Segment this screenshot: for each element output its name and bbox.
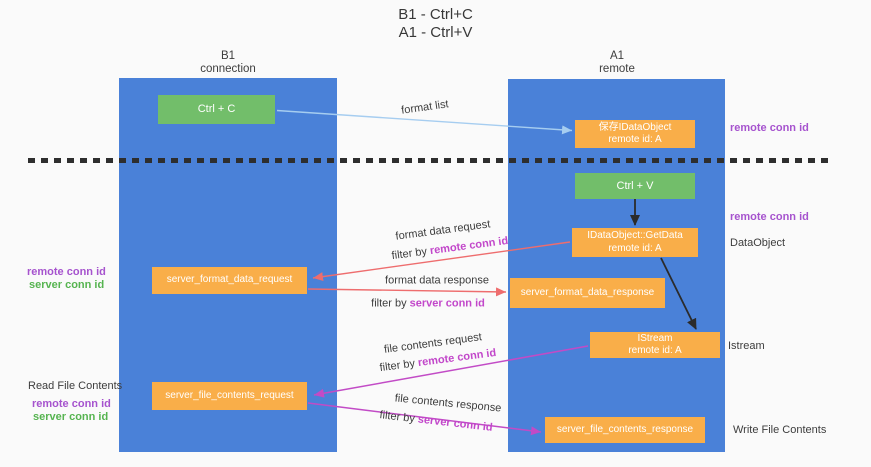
node-istream: IStream remote id: A (590, 332, 720, 358)
filter-by-prefix: filter by (378, 357, 419, 375)
edge-label-format-data-response-filter: filter by server conn id (371, 298, 485, 311)
label-server-conn-id-left-top: server conn id (29, 279, 105, 291)
clipboard-boundary-divider (28, 158, 833, 163)
node-idataobject-getdata-line1: IDataObject::GetData (587, 230, 683, 241)
node-server-file-contents-request-label: server_file_contents_request (165, 389, 294, 401)
label-dataobject: DataObject (730, 237, 786, 249)
node-server-file-contents-request: server_file_contents_request (152, 382, 307, 410)
node-idataobject-getdata-line2: remote id: A (608, 242, 662, 254)
node-istream-line1: IStream (637, 332, 673, 344)
node-server-file-contents-response-label: server_file_contents_response (556, 423, 694, 435)
title-line-1: B1 - Ctrl+C (398, 6, 473, 23)
filter-by-prefix: filter by (378, 409, 419, 426)
node-ctrl-c-label: Ctrl + C (197, 103, 236, 116)
column-header-b1: B1 connection (148, 50, 308, 75)
node-server-format-data-request-label: server_format_data_request (166, 274, 293, 286)
arrow-format-data-response (307, 287, 507, 297)
node-server-format-data-request: server_format_data_request (152, 267, 307, 294)
node-idataobject-getdata: IDataObject::GetData remote id: A (572, 228, 698, 257)
label-istream: Istream (728, 340, 765, 352)
label-server-conn-id-left-bottom: server conn id (33, 411, 109, 423)
title-line-2: A1 - Ctrl+V (398, 24, 473, 41)
label-remote-conn-id-left-top: remote conn id (27, 266, 106, 278)
node-saved-dataobject-line1: 保存IDataObject (598, 121, 672, 133)
filter-by-prefix: filter by (371, 297, 410, 310)
filter-by-value: server conn id (409, 297, 485, 310)
filter-by-prefix: filter by (390, 245, 431, 263)
edge-label-format-data-response: format data response (385, 274, 489, 287)
label-write-file-contents: Write File Contents (733, 424, 827, 436)
node-istream-line2: remote id: A (628, 345, 682, 356)
diagram-title: B1 - Ctrl+C A1 - Ctrl+V (0, 6, 871, 42)
column-header-b1-subtitle: connection (200, 62, 256, 75)
node-server-format-data-response: server_format_data_response (510, 278, 665, 308)
edge-label-format-list: format list (400, 98, 450, 117)
column-header-a1-name: A1 (609, 50, 625, 62)
node-saved-dataobject: 保存IDataObject remote id: A (575, 120, 695, 148)
column-header-a1: A1 remote (537, 50, 697, 75)
column-header-a1-subtitle: remote (599, 62, 635, 75)
node-server-file-contents-response: server_file_contents_response (545, 417, 705, 443)
filter-by-value: remote conn id (429, 234, 509, 258)
column-header-b1-name: B1 (220, 50, 236, 62)
node-saved-dataobject-line2: remote id: A (608, 134, 662, 145)
label-remote-conn-id-right-top: remote conn id (730, 122, 809, 134)
node-ctrl-v-label: Ctrl + V (616, 179, 654, 192)
label-remote-conn-id-right-mid: remote conn id (730, 211, 809, 223)
node-ctrl-c: Ctrl + C (158, 95, 275, 124)
node-server-format-data-response-label: server_format_data_response (520, 286, 655, 298)
label-read-file-contents: Read File Contents (28, 380, 123, 392)
label-remote-conn-id-left-bottom: remote conn id (32, 398, 111, 410)
filter-by-value: server conn id (417, 413, 494, 434)
node-ctrl-v: Ctrl + V (575, 173, 695, 199)
